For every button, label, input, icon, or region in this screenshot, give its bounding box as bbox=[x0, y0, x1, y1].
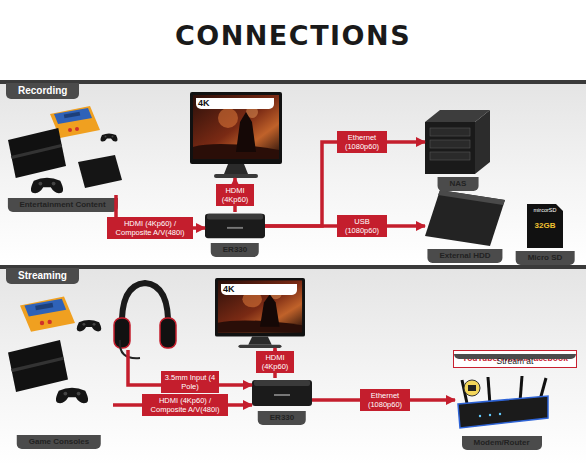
device-label: External HDD bbox=[427, 249, 502, 263]
section-tab: Recording bbox=[6, 83, 79, 99]
source-group: Game Consoles bbox=[5, 288, 113, 432]
device-label: Micro SD bbox=[516, 251, 575, 265]
stream-heading: Stream at bbox=[454, 354, 576, 359]
connector-label: HDMI (4Kp60) / Composite A/V(480i) bbox=[142, 394, 228, 416]
resolution-badge: 4K bbox=[196, 98, 274, 109]
device-label: NAS bbox=[438, 177, 479, 191]
section-band: RecordingEntertainment Content4KER330NAS… bbox=[0, 80, 586, 263]
device-label: Entertainment Content bbox=[7, 198, 117, 212]
nas-drive: NAS bbox=[425, 110, 491, 174]
external-hdd: External HDD bbox=[425, 190, 505, 246]
device-label: Modem/Router bbox=[462, 436, 542, 450]
resolution-badge: 4K bbox=[221, 284, 297, 295]
section-tab: Streaming bbox=[6, 268, 79, 284]
card-print: mircorSD bbox=[528, 207, 562, 213]
monitor: 4K bbox=[215, 278, 305, 348]
source-group: Entertainment Content bbox=[5, 100, 120, 195]
monitor: 4K bbox=[190, 92, 282, 178]
capture-box: ER330 bbox=[205, 212, 265, 240]
device-label: ER330 bbox=[211, 243, 259, 257]
diagram-title: CONNECTIONS bbox=[0, 20, 586, 51]
card-print: 32GB bbox=[528, 221, 562, 230]
connector bbox=[265, 142, 425, 226]
connector-label: Ethernet (1080p60) bbox=[337, 131, 387, 153]
device-label: ER330 bbox=[258, 411, 306, 425]
connector-label: Ethernet (1080p60) bbox=[360, 389, 410, 411]
capture-box: ER330 bbox=[252, 378, 312, 408]
connector-label: HDMI (4Kp60) bbox=[256, 351, 294, 373]
connector-label: HDMI (4Kp60) bbox=[216, 184, 254, 206]
connector-label: HDMI (4Kp60) / Composite A/V(480i) bbox=[107, 217, 193, 239]
router: Modem/Router bbox=[455, 375, 548, 433]
wire-label: 3.5mm Input (4 Pole) bbox=[161, 371, 219, 393]
connector-label: USB (1080p60) bbox=[337, 215, 387, 237]
device-label: Game Consoles bbox=[17, 435, 101, 449]
stream-target: Stream atYouTube/Twitch/Facebook bbox=[453, 350, 577, 368]
